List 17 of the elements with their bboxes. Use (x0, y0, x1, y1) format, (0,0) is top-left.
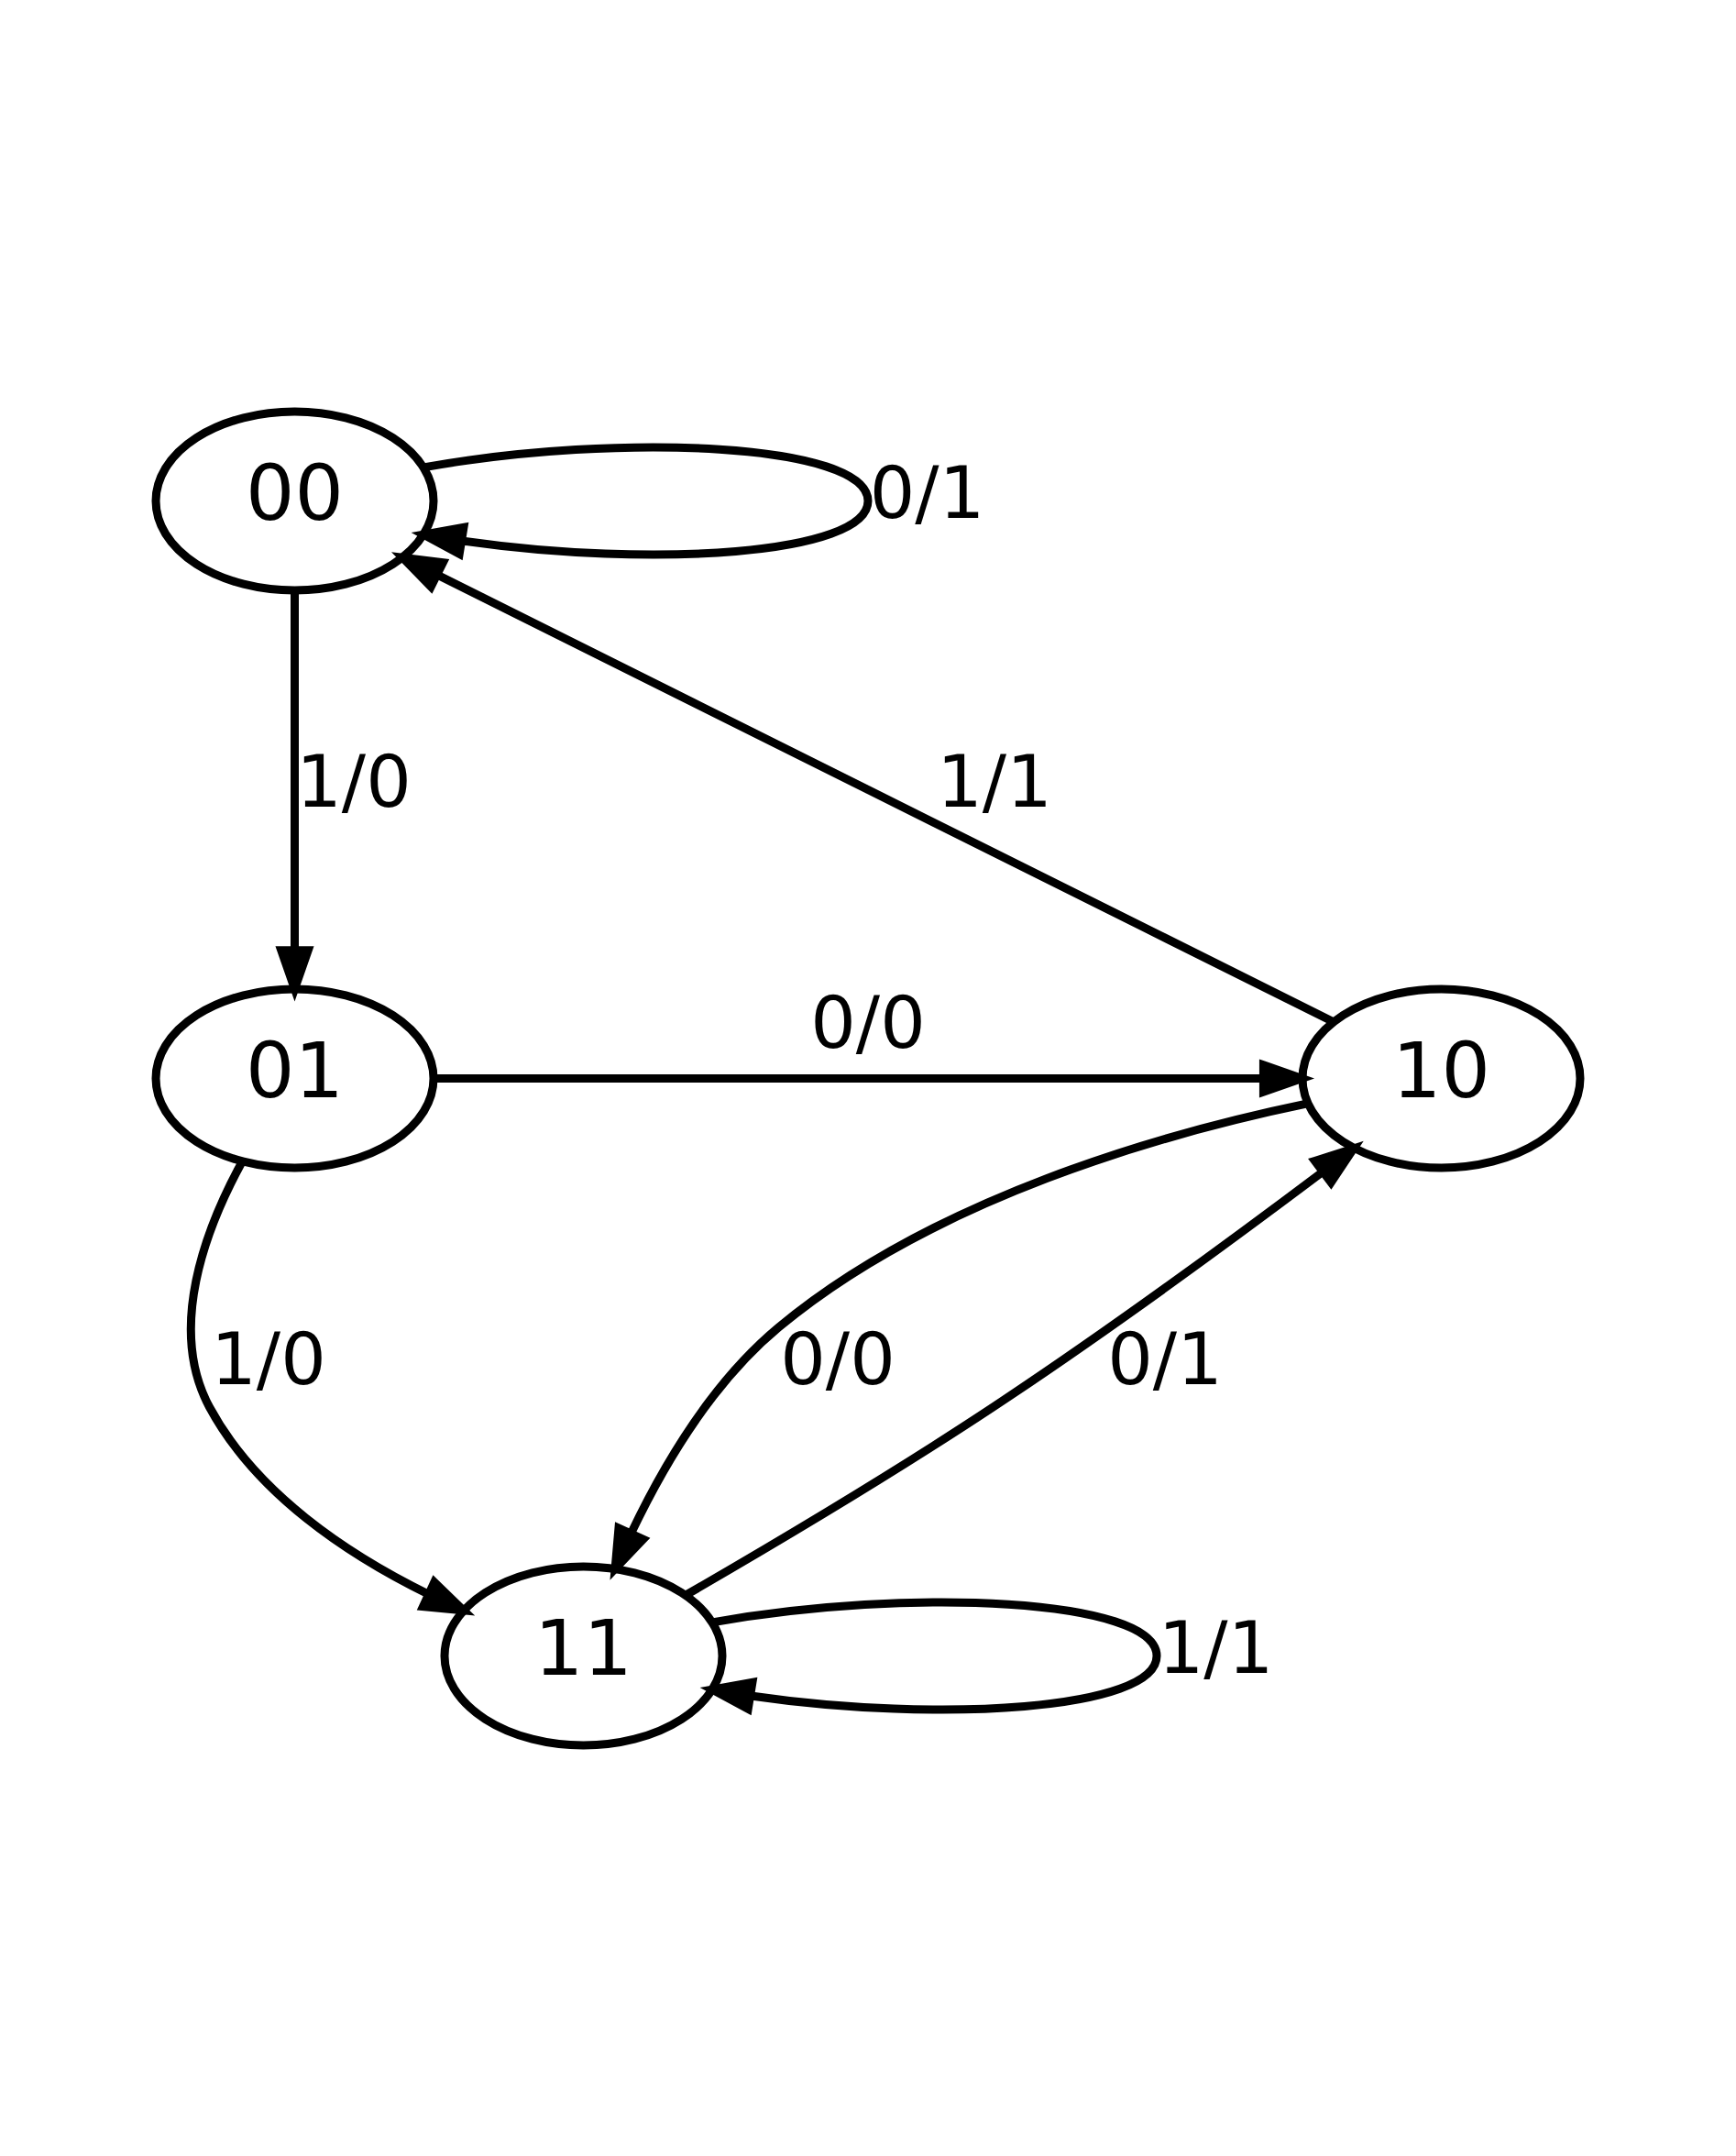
node-ellipse: 01 (151, 984, 438, 1172)
node-ellipse: 11 (440, 1562, 727, 1749)
edge-label: 0/1 (1107, 1317, 1223, 1401)
arrow (684, 1140, 1364, 1599)
edge-label: 1/0 (296, 740, 412, 823)
node-ellipse: 10 (1298, 984, 1585, 1172)
edge-label: 0/0 (780, 1317, 895, 1401)
edge-label: 1/0 (211, 1317, 326, 1401)
arrow (391, 551, 1335, 1025)
arrow (610, 1099, 1309, 1580)
arrow (411, 443, 873, 560)
edge-label: 0/0 (810, 981, 926, 1064)
arrow (699, 1598, 1161, 1715)
edge-label: 0/1 (869, 451, 985, 534)
edge-label: 1/1 (937, 740, 1052, 823)
node-ellipse: 00 (151, 407, 438, 594)
edge-label: 1/1 (1158, 1606, 1274, 1689)
